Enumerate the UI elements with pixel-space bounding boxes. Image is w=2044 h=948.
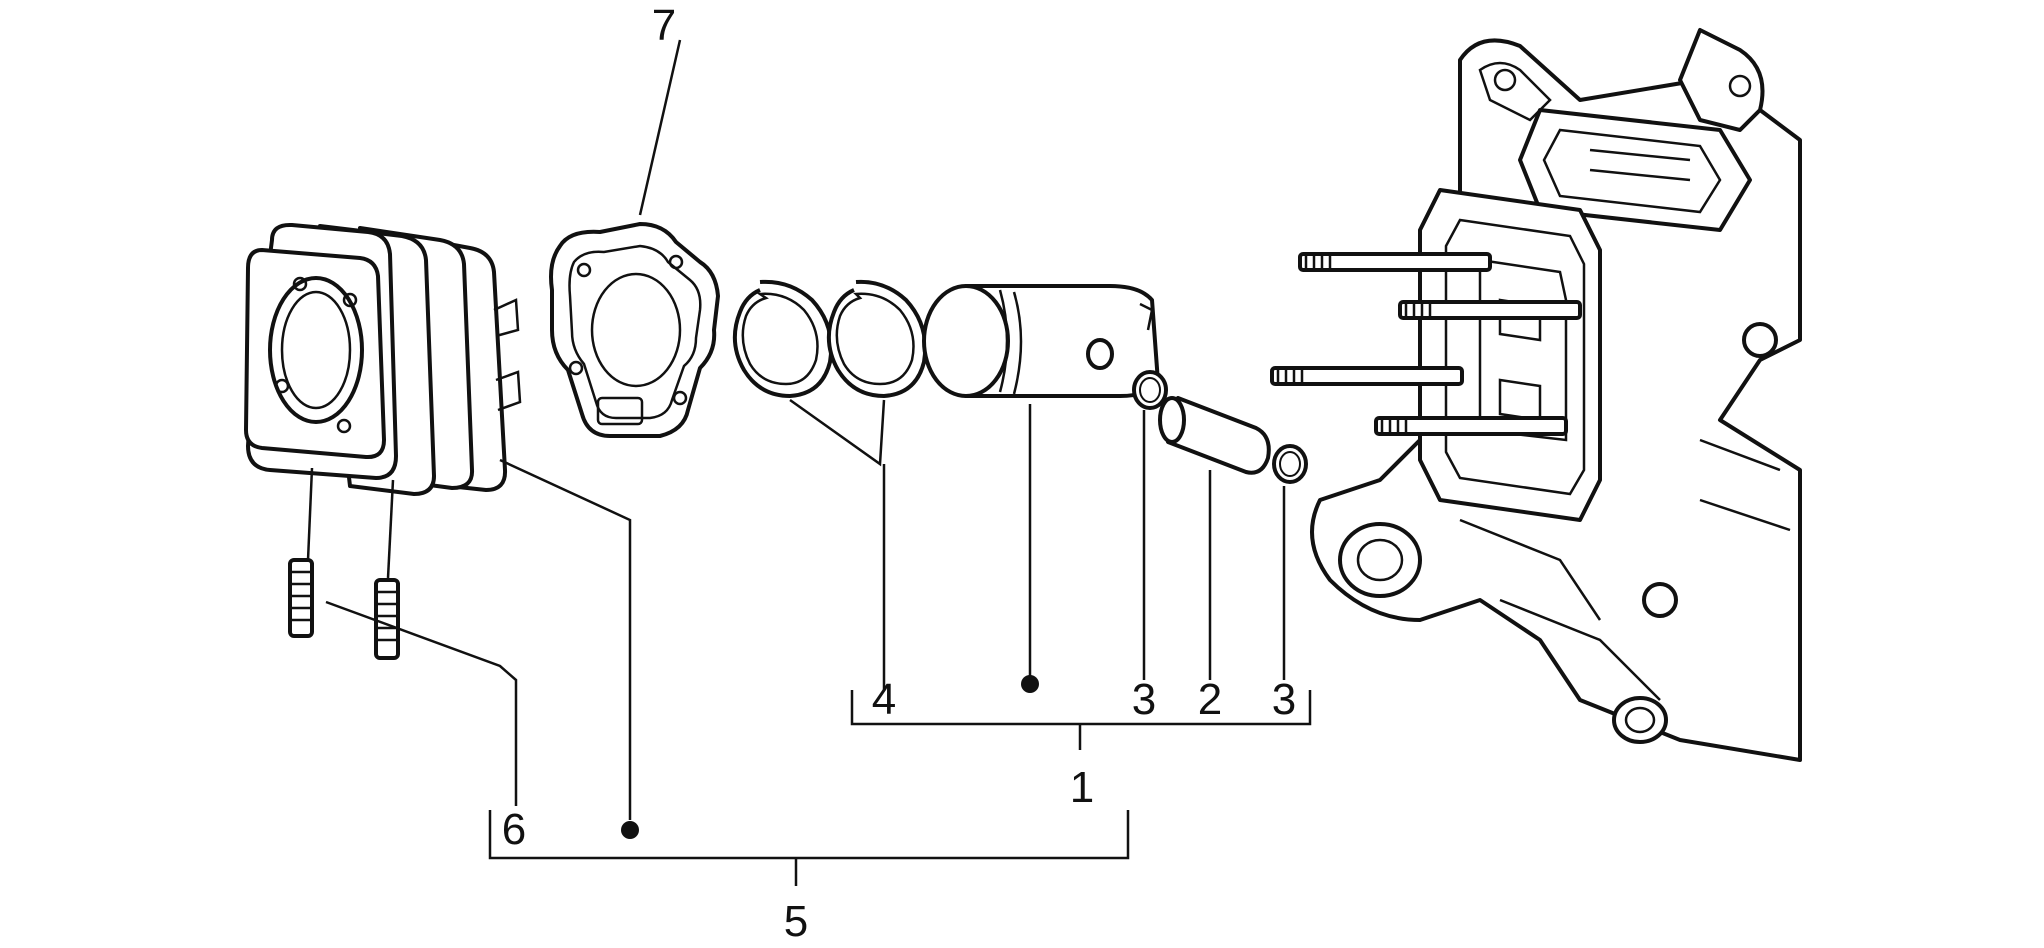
piston-rings bbox=[732, 279, 928, 398]
label-6: 6 bbox=[502, 805, 526, 854]
label-4: 4 bbox=[872, 675, 896, 724]
crankcase-studs bbox=[1270, 252, 1582, 436]
cylinder-assembly-dot bbox=[621, 821, 639, 839]
crankcase bbox=[1310, 28, 1802, 762]
base-gasket bbox=[549, 222, 720, 438]
stud-bolts bbox=[288, 467, 400, 660]
circlips-and-pin bbox=[1132, 370, 1308, 484]
piston-kit-dot bbox=[1021, 675, 1039, 693]
piston bbox=[922, 284, 1160, 398]
label-3-left: 3 bbox=[1132, 675, 1156, 724]
label-7: 7 bbox=[652, 1, 676, 50]
cylinder bbox=[244, 222, 522, 496]
label-5: 5 bbox=[784, 897, 808, 946]
label-1: 1 bbox=[1070, 763, 1094, 812]
leader-lines bbox=[325, 39, 1312, 886]
label-3-right: 3 bbox=[1272, 675, 1296, 724]
label-2: 2 bbox=[1198, 675, 1222, 724]
